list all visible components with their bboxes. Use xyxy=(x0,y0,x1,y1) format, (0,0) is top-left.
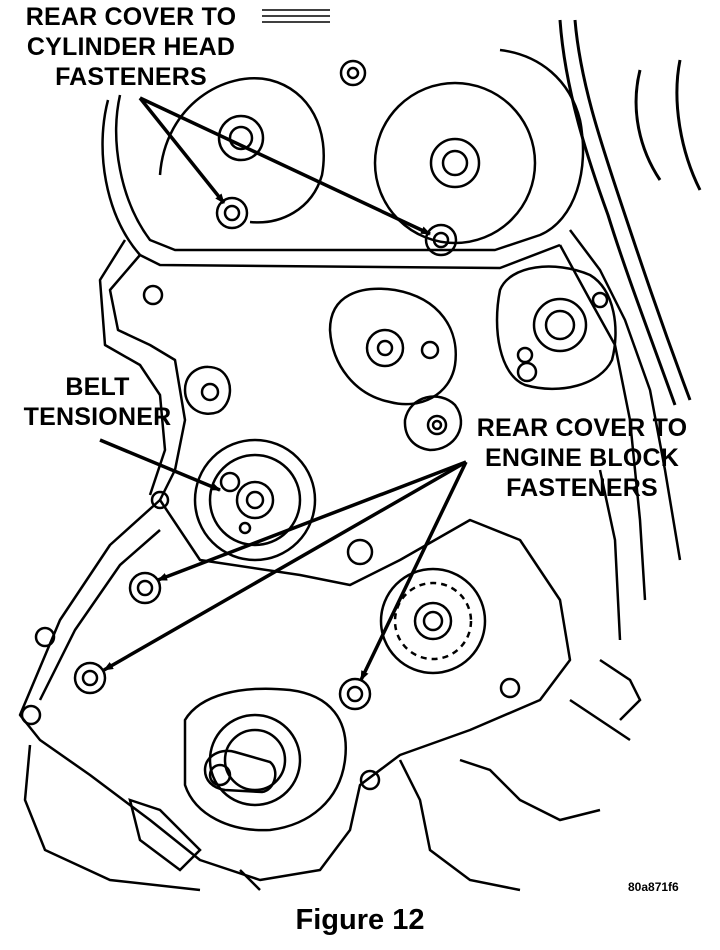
callout-line: REAR COVER TO xyxy=(25,3,237,31)
head-fastener-right xyxy=(424,223,458,257)
head-fastener-left xyxy=(215,196,249,230)
leader-arrows xyxy=(99,96,468,681)
callout-line: CYLINDER HEAD xyxy=(26,33,236,61)
callout-line: TENSIONER xyxy=(23,403,172,431)
belt-tensioner-assembly xyxy=(183,365,317,562)
crankshaft-sprocket xyxy=(379,567,487,675)
image-code: 80a871f6 xyxy=(628,880,679,894)
callout-line: FASTENERS xyxy=(506,474,658,502)
lower-cover-plate xyxy=(18,498,572,882)
rear-cover-outline xyxy=(115,48,585,252)
idler-pulley xyxy=(328,287,463,452)
oil-pump-hub xyxy=(183,538,374,832)
block-fastener-center xyxy=(338,677,372,711)
callout-line: REAR COVER TO xyxy=(476,414,688,442)
figure-caption: Figure 12 xyxy=(295,904,425,936)
block-fastener-lower xyxy=(73,661,107,695)
block-fastener-upper xyxy=(128,571,162,605)
engine-block-lower xyxy=(23,658,642,892)
wiring-harness xyxy=(558,19,702,406)
callout-cylinder-head-fasteners: REAR COVER TO CYLINDER HEAD FASTENERS xyxy=(0,2,262,92)
callout-line: FASTENERS xyxy=(55,63,207,91)
callout-line: ENGINE BLOCK xyxy=(484,444,680,472)
water-pump-housing xyxy=(495,265,617,391)
callout-engine-block-fasteners: REAR COVER TO ENGINE BLOCK FASTENERS xyxy=(466,413,698,503)
callout-line: BELT xyxy=(65,373,130,401)
left-cam-sprocket xyxy=(158,77,325,224)
callout-belt-tensioner: BELT TENSIONER xyxy=(10,372,185,432)
